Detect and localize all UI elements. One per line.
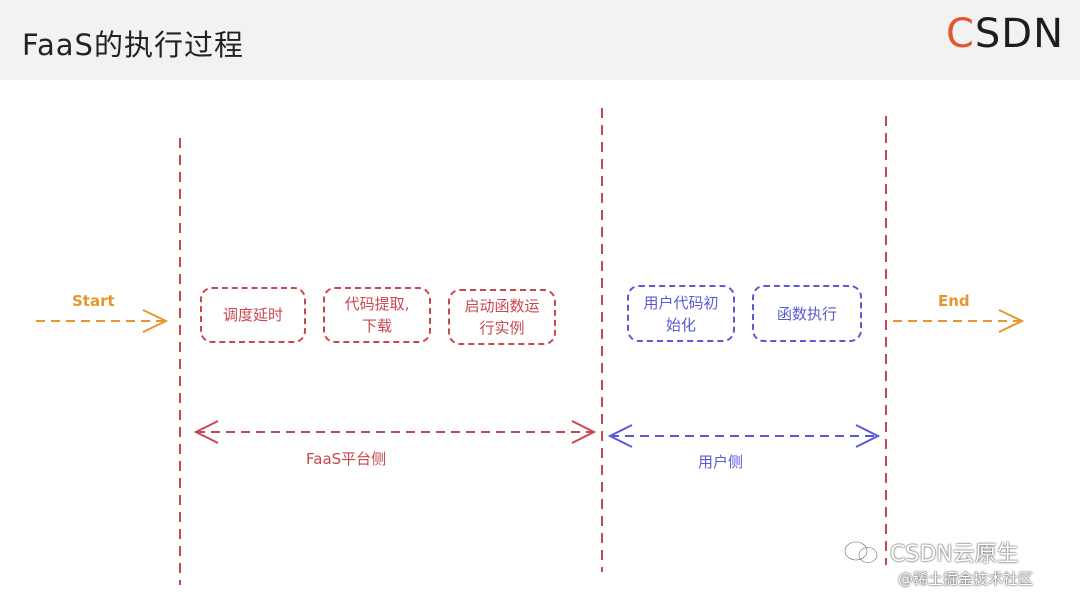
step-text-line1: 调度延时 xyxy=(222,306,283,324)
watermark-source: @稀土掘金技术社区 xyxy=(898,570,1034,588)
logo-accent-letter: C xyxy=(945,11,975,57)
start-label: Start xyxy=(72,292,115,310)
end-arrow xyxy=(893,309,1025,333)
step-text-line1: 函数执行 xyxy=(776,304,837,323)
logo-rest-letters: SDN xyxy=(974,11,1064,57)
step-box-user-code-init: 用户代码初 始化 xyxy=(627,285,735,342)
page-title: FaaS的执行过程 xyxy=(22,28,244,62)
csdn-logo: CSDN xyxy=(946,12,1064,56)
step-text-line2: 下载 xyxy=(361,317,392,335)
user-span-label: 用户侧 xyxy=(698,453,744,471)
watermark-account: CSDN云原生 xyxy=(890,542,1019,567)
end-label: End xyxy=(938,292,970,310)
step-box-function-exec: 函数执行 xyxy=(752,285,862,342)
platform-span-arrow xyxy=(193,420,597,444)
step-box-start-instance: 启动函数运 行实例 xyxy=(448,289,556,345)
step-box-code-fetch: 代码提取, 下载 xyxy=(323,287,431,343)
start-arrow xyxy=(36,309,169,333)
platform-span-label: FaaS平台侧 xyxy=(306,450,387,468)
step-text-line1: 启动函数运 xyxy=(464,297,540,315)
step-text-line1: 用户代码初 xyxy=(643,293,719,312)
step-text-line2: 行实例 xyxy=(479,319,525,337)
user-span-arrow xyxy=(607,424,881,448)
step-text-line2: 始化 xyxy=(665,315,696,334)
header-bar: FaaS的执行过程 CSDN xyxy=(0,0,1080,80)
step-text-line1: 代码提取, xyxy=(344,295,410,313)
step-box-schedule-latency: 调度延时 xyxy=(200,287,306,343)
wechat-icon xyxy=(843,540,879,564)
watermark: CSDN云原生 @稀土掘金技术社区 xyxy=(842,536,1072,589)
